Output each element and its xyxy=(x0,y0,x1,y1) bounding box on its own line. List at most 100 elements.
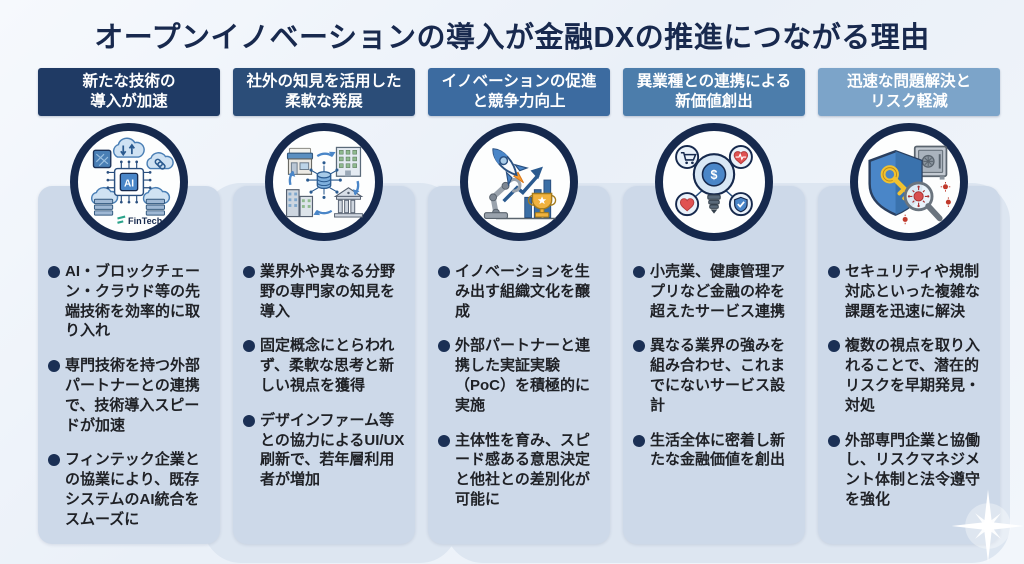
health-pulse-badge-icon xyxy=(728,145,753,170)
store-icon xyxy=(286,147,314,175)
bullet-dot xyxy=(243,340,255,353)
column-2-header: 社外の知見を活用した 柔軟な発展 xyxy=(233,68,415,116)
column-4-header: 異業種との連携による 新価値創出 xyxy=(623,68,805,116)
cloud-link-icon xyxy=(146,152,174,170)
list-item: 外部専門企業と協働し、リスクマネジメント体制と法令遵守を強化 xyxy=(828,431,993,510)
rocket-growth-icon xyxy=(460,123,578,241)
ai-chip-icon: AI xyxy=(106,160,152,204)
growth-arrow-icon xyxy=(502,166,543,203)
column-2-header-line2: 柔軟な発展 xyxy=(285,93,363,110)
magnifier-virus-icon xyxy=(903,181,943,222)
bullet-text: 主体性を育み、スピード感ある意思決定と他社との差別化が可能に xyxy=(455,431,591,508)
column-1-header-line1: 新たな技術の xyxy=(82,72,176,90)
rocket-icon xyxy=(492,148,529,187)
column-4-header-line2: 新価値創出 xyxy=(675,93,753,110)
bullet-dot xyxy=(438,434,450,447)
bullet-dot xyxy=(828,266,840,278)
column-cross-industry: 異業種との連携による 新価値創出 $ xyxy=(623,0,805,564)
list-item: フィンテック企業との協業により、既存システムのAI統合をスムーズに xyxy=(48,450,213,529)
bullet-dot xyxy=(633,266,645,278)
list-item: AI・ブロックチェーン・クラウド等の先端技術を効率的に取り入れ xyxy=(48,262,213,341)
bullet-text: 外部パートナーと連携した実証実験（PoC）を積極的に実施 xyxy=(455,337,591,414)
bullet-text: セキュリティや規制対応といった複雑な課題を迅速に解決 xyxy=(845,263,981,320)
column-5-header: 迅速な問題解決と リスク軽減 xyxy=(818,68,1000,116)
database-hub-icon xyxy=(306,161,342,199)
column-1-card: AI・ブロックチェーン・クラウド等の先端技術を効率的に取り入れ 専門技術を持つ外… xyxy=(38,186,220,544)
column-external-knowledge: 社外の知見を活用した 柔軟な発展 xyxy=(233,0,415,564)
bullet-dot xyxy=(828,340,840,353)
lightbulb-icon: $ xyxy=(692,153,736,214)
virus-dots xyxy=(902,182,951,225)
column-1-header: 新たな技術の 導入が加速 xyxy=(38,68,220,116)
bullet-dot xyxy=(48,266,60,278)
sparkle-decoration xyxy=(948,488,1024,564)
bullet-dot xyxy=(438,340,450,353)
bullet-text: 業界外や異なる分野野の専門家の知見を導入 xyxy=(260,263,396,320)
list-item: イノベーションを生み出す組織文化を醸成 xyxy=(438,262,603,321)
list-item: 専門技術を持つ外部パートナーとの連携で、技術導入スピードが加速 xyxy=(48,356,213,435)
column-3-header-line2: と競争力向上 xyxy=(472,93,566,110)
bullet-dot xyxy=(633,434,645,447)
business-network-icon xyxy=(265,123,383,241)
column-risk-reduction: 迅速な問題解決と リスク軽減 xyxy=(818,0,1000,564)
column-innovation: イノベーションの促進 と競争力向上 xyxy=(428,0,610,564)
bullet-text: AI・ブロックチェーン・クラウド等の先端技術を効率的に取り入れ xyxy=(65,263,201,340)
bullet-text: 専門技術を持つ外部パートナーとの連携で、技術導入スピードが加速 xyxy=(65,357,201,434)
bullet-text: 小売業、健康管理アプリなど金融の枠を超えたサービス連携 xyxy=(650,263,786,320)
list-item: 主体性を育み、スピード感ある意思決定と他社との差別化が可能に xyxy=(438,431,603,510)
list-item: 複数の視点を取り入れることで、潜在的リスクを早期発見・対処 xyxy=(828,336,993,415)
column-3-header-line1: イノベーションの促進 xyxy=(441,72,597,90)
column-5-card: セキュリティや規制対応といった複雑な課題を迅速に解決 複数の視点を取り入れること… xyxy=(818,186,1000,544)
bullet-dot xyxy=(243,266,255,278)
bullet-text: デザインファーム等との協力によるUI/UX刷新で、若年層利用者が増加 xyxy=(260,411,405,489)
column-4-card: 小売業、健康管理アプリなど金融の枠を超えたサービス連携 異なる業界の強みを組み合… xyxy=(623,186,805,544)
list-item: 固定概念にとらわれず、柔軟な思考と新しい視点を獲得 xyxy=(243,336,408,395)
bank-icon xyxy=(333,187,364,218)
column-4-header-line1: 異業種との連携による xyxy=(636,72,792,90)
bullet-dot xyxy=(243,414,255,427)
bullet-dot xyxy=(48,360,60,373)
list-item: 業界外や異なる分野野の専門家の知見を導入 xyxy=(243,262,408,321)
list-item: セキュリティや規制対応といった複雑な課題を迅速に解決 xyxy=(828,262,993,321)
list-item: 異なる業界の強みを組み合わせ、これまでにないサービス設計 xyxy=(633,336,798,415)
city-buildings-icon xyxy=(285,189,314,218)
bullet-dot xyxy=(438,266,450,278)
column-3-card: イノベーションを生み出す組織文化を醸成 外部パートナーと連携した実証実験（PoC… xyxy=(428,186,610,544)
robot-arm-icon xyxy=(483,177,522,220)
trophy-icon xyxy=(527,192,557,218)
column-5-header-line2: リスク軽減 xyxy=(870,93,948,110)
bullet-dot xyxy=(48,454,60,467)
fintech-logo: FinTech xyxy=(117,215,162,226)
column-2-header-line1: 社外の知見を活用した xyxy=(246,72,402,90)
heart-badge-icon xyxy=(675,192,700,217)
bullet-text: 外部専門企業と協働し、リスクマネジメント体制と法令遵守を強化 xyxy=(845,431,981,508)
list-item: 生活全体に密着し新たな金融価値を創出 xyxy=(633,431,798,471)
idea-services-icon: $ xyxy=(655,123,773,241)
bullet-text: 異なる業界の強みを組み合わせ、これまでにないサービス設計 xyxy=(650,337,786,414)
cloud-sync-icon xyxy=(112,137,145,158)
cloud-server-left-icon xyxy=(90,186,119,216)
office-building-icon xyxy=(335,146,362,177)
list-item: 外部パートナーと連携した実証実験（PoC）を積極的に実施 xyxy=(438,336,603,415)
column-1-header-line2: 導入が加速 xyxy=(90,93,168,110)
bullet-text: 複数の視点を取り入れることで、潜在的リスクを早期発見・対処 xyxy=(845,337,981,414)
list-item: 小売業、健康管理アプリなど金融の枠を超えたサービス連携 xyxy=(633,262,798,321)
cart-badge-icon xyxy=(675,145,700,170)
cloud-server-right-icon xyxy=(142,186,171,216)
chip-small-icon xyxy=(92,149,112,169)
column-2-card: 業界外や異なる分野野の専門家の知見を導入 固定概念にとらわれず、柔軟な思考と新し… xyxy=(233,186,415,544)
fintech-label: FinTech xyxy=(128,216,162,226)
bullet-text: イノベーションを生み出す組織文化を醸成 xyxy=(455,263,591,320)
bullet-text: フィンテック企業との協業により、既存システムのAI統合をスムーズに xyxy=(65,451,200,528)
column-5-header-line1: 迅速な問題解決と xyxy=(846,72,971,90)
bullet-dot xyxy=(828,434,840,447)
security-risk-icon xyxy=(850,123,968,241)
bullet-text: 生活全体に密着し新たな金融価値を創出 xyxy=(650,431,786,469)
cycle-arrows xyxy=(288,151,360,216)
page-title: オープンイノベーションの導入が金融DXの推進につながる理由 xyxy=(94,22,930,54)
ai-fintech-icon: AI FinTech xyxy=(70,123,188,241)
bullet-text: 固定概念にとらわれず、柔軟な思考と新しい視点を獲得 xyxy=(260,337,395,394)
shield-check-badge-icon xyxy=(728,192,753,217)
dollar-label: $ xyxy=(711,168,718,182)
